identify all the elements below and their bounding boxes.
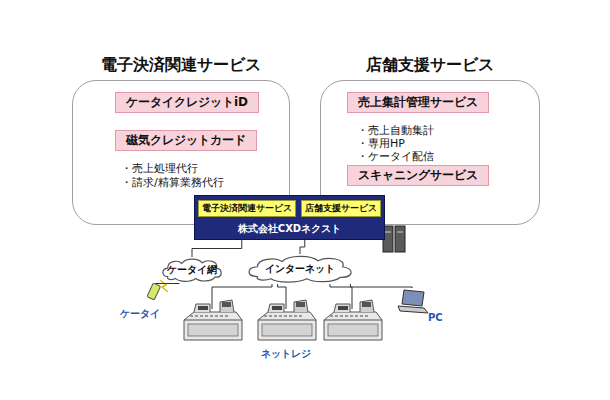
- network-line: [156, 283, 180, 284]
- node-label: ケータイ網: [167, 263, 217, 277]
- register-icon: [324, 300, 382, 340]
- node-label: ケータイ: [120, 307, 160, 321]
- bullet-text: ・専用HP: [357, 136, 405, 151]
- device-node: ネットレジ: [254, 309, 318, 361]
- service-tag: 電子決済関連サービス: [198, 200, 296, 217]
- bullet-text: ・請求/精算業務代行: [121, 175, 224, 190]
- network-line: [300, 240, 305, 254]
- node-label: スキャニングサービス: [358, 167, 478, 184]
- register-icon: [258, 300, 316, 340]
- network-wire: [212, 284, 272, 309]
- node-label: 売上集計管理サービス: [358, 94, 478, 111]
- network-line: [192, 240, 242, 257]
- node-label: 磁気クレジットカード: [126, 132, 246, 149]
- network-cloud: インターネット: [244, 254, 356, 284]
- node-label: PC: [428, 312, 443, 323]
- service-tag: 店舗支援サービス: [301, 200, 381, 217]
- network-line: [278, 284, 286, 309]
- bullet-text: ・ケータイ配信: [357, 149, 434, 164]
- phone-icon: [147, 280, 168, 300]
- service-box: スキャニングサービス: [347, 165, 489, 186]
- bullet-text: ・売上処理代行: [121, 161, 198, 176]
- node-label: インターネット: [265, 262, 335, 276]
- service-box: 磁気クレジットカード: [115, 130, 257, 151]
- register-icon: [184, 300, 242, 340]
- node-label: ネットレジ: [261, 347, 311, 361]
- pc-icon: [398, 290, 428, 313]
- node-label: 店舗支援サービス: [360, 55, 500, 76]
- icon-label: iD: [88, 97, 99, 107]
- node-label: 電子決済関連サービス: [202, 202, 292, 215]
- node-label: 株式会社CXDネクスト: [238, 222, 341, 236]
- service-box: 売上集計管理サービス: [347, 92, 489, 113]
- device-node: ケータイ: [118, 284, 168, 322]
- node-label: 電子決済関連サービス: [95, 55, 267, 76]
- company-box: 株式会社CXDネクスト 電子決済関連サービス店舗支援サービス: [194, 195, 385, 240]
- server-icon: [383, 226, 405, 252]
- node-label: 店舗支援サービス: [305, 202, 377, 215]
- device-node: PC: [396, 288, 450, 328]
- network-wire: [330, 284, 352, 309]
- network-cloud: ケータイ網: [160, 257, 224, 283]
- service-box: ケータイクレジットiD: [115, 92, 259, 113]
- node-label: ケータイクレジットiD: [126, 94, 248, 111]
- network-line: [350, 284, 412, 288]
- bullet-text: ・売上自動集計: [357, 123, 434, 138]
